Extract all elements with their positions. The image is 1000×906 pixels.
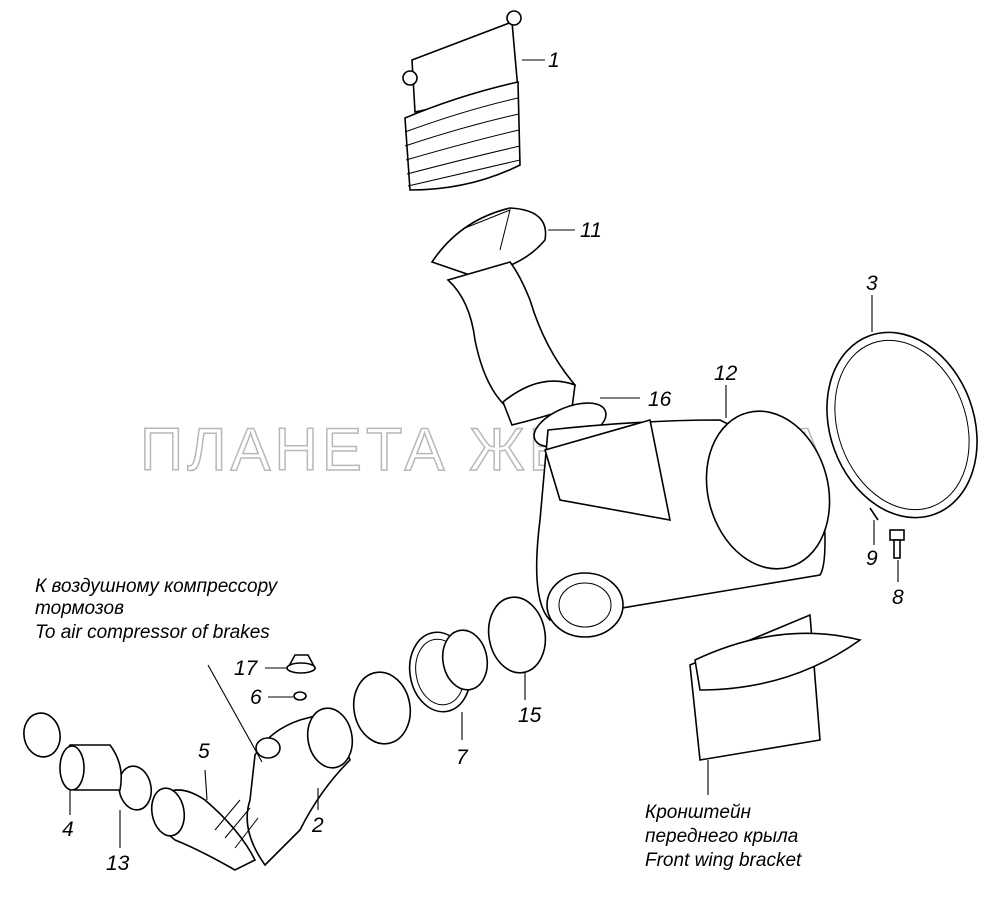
- label-part-3: 3: [866, 272, 878, 295]
- part-3-band: [826, 331, 978, 519]
- label-part-4: 4: [62, 818, 74, 841]
- label-part-6: 6: [250, 686, 262, 709]
- label-part-13: 13: [106, 852, 130, 875]
- label-part-9: 9: [866, 547, 878, 570]
- label-part-1: 1: [548, 49, 560, 72]
- leader-lines: [69, 59, 899, 848]
- part-9-pin: [869, 507, 879, 521]
- note-bracket-en: Front wing bracket: [645, 850, 802, 871]
- part-clamp-far-left: [23, 712, 61, 758]
- label-part-8: 8: [892, 586, 904, 609]
- label-part-11: 11: [580, 219, 602, 242]
- part-7-sleeve: [408, 629, 489, 713]
- part-11-elbow: [430, 207, 577, 426]
- label-part-12: 12: [714, 362, 738, 385]
- note-bracket-ru-1: Кронштейн: [645, 802, 752, 823]
- part-5-elbow: [150, 787, 259, 871]
- part-8-bolt: [889, 529, 905, 559]
- part-17-cap: [286, 654, 317, 674]
- part-15-clamp: [487, 596, 547, 674]
- note-compressor-ru-1: К воздушному компрессору: [35, 576, 279, 597]
- label-part-16: 16: [648, 388, 672, 411]
- part-1-bellows: [402, 10, 522, 191]
- label-part-17: 17: [234, 657, 259, 680]
- note-compressor-en: To air compressor of brakes: [35, 622, 270, 643]
- label-part-7: 7: [456, 746, 469, 769]
- part-6-washer: [293, 691, 307, 701]
- label-part-2: 2: [311, 814, 324, 837]
- part-4-sleeve: [59, 744, 123, 791]
- note-bracket-ru-2: переднего крыла: [645, 826, 798, 847]
- front-wing-bracket: [689, 613, 862, 761]
- label-part-5: 5: [198, 740, 210, 763]
- part-12-air-filter: [535, 410, 831, 638]
- part-2-pipe: [246, 707, 354, 867]
- note-compressor-ru-2: тормозов: [35, 598, 124, 619]
- label-part-15: 15: [518, 704, 542, 727]
- part-clamp-left: [352, 671, 412, 745]
